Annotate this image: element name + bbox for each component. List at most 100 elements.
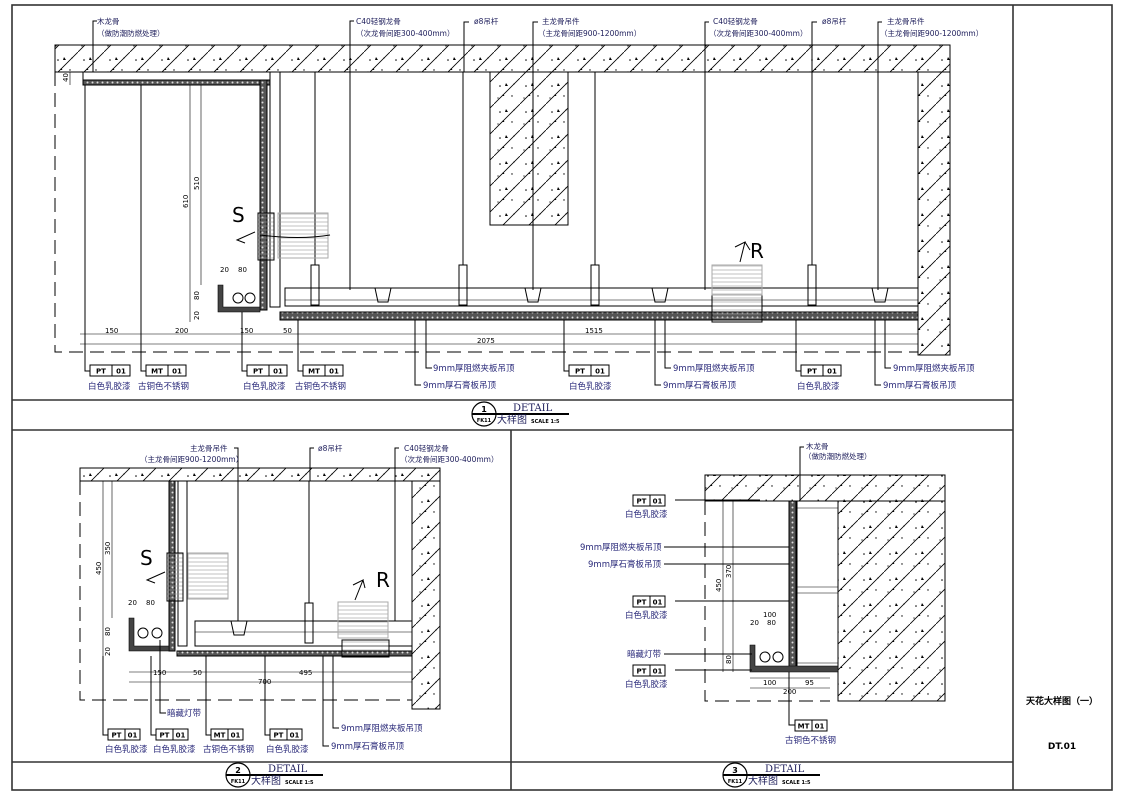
svg-text:MT: MT (214, 732, 226, 740)
svg-text:01: 01 (176, 732, 186, 740)
return-air-icon (337, 601, 389, 639)
hanger-clips (374, 287, 889, 303)
sheet-title: 天花大样图（一） (1026, 695, 1098, 707)
svg-text:C40轻钢龙骨: C40轻钢龙骨 (404, 443, 449, 453)
svg-text:大样图: 大样图 (748, 774, 778, 787)
return-label: R (376, 568, 390, 592)
svg-text:ø8吊杆: ø8吊杆 (474, 16, 499, 26)
note: 9mm厚阻燃夹板吊顶 (673, 363, 755, 374)
svg-text:（次龙骨间距300-400mm）: （次龙骨间距300-400mm） (356, 28, 454, 38)
svg-text:C40轻钢龙骨: C40轻钢龙骨 (356, 16, 401, 26)
svg-text:450: 450 (95, 562, 103, 575)
svg-text:50: 50 (193, 669, 202, 677)
concrete-slab (79, 467, 441, 482)
light-fixture (232, 292, 244, 304)
svg-text:150: 150 (105, 327, 118, 335)
svg-text:FK11: FK11 (477, 418, 492, 424)
svg-text:40: 40 (62, 73, 70, 82)
svg-text:DETAIL: DETAIL (765, 764, 805, 775)
ceiling-board (279, 311, 919, 321)
note: 9mm厚阻燃夹板吊顶 (341, 723, 423, 734)
dimensions: 450 370 100 20 80 80 100 95 200 (715, 501, 830, 696)
concrete-wall (917, 71, 951, 356)
svg-text:01: 01 (653, 668, 663, 676)
note: 9mm厚阻燃夹板吊顶 (580, 542, 662, 553)
svg-text:FK11: FK11 (728, 779, 743, 785)
svg-text:350: 350 (104, 542, 112, 555)
hanger-clip (230, 620, 248, 636)
svg-text:PT: PT (112, 732, 122, 740)
svg-text:PT: PT (96, 368, 106, 376)
hanger-rods (310, 72, 817, 306)
svg-text:01: 01 (231, 732, 241, 740)
svg-text:（主龙骨间距900-1200mm）: （主龙骨间距900-1200mm） (538, 28, 641, 38)
svg-text:MT: MT (308, 368, 320, 376)
svg-text:20: 20 (193, 311, 201, 320)
svg-text:古铜色不锈钢: 古铜色不锈钢 (785, 735, 836, 746)
svg-text:01: 01 (329, 368, 339, 376)
detail-2: S R 主龙骨吊件（主龙骨间距900-1200mm） ø8吊杆 C40轻钢龙骨（… (79, 443, 498, 788)
light-strip-label: 暗藏灯带 (627, 649, 662, 660)
svg-text:80: 80 (767, 619, 776, 627)
callout: （做防潮防燃处理） (804, 451, 872, 461)
svg-text:80: 80 (725, 655, 733, 664)
return-label: R (750, 239, 764, 263)
airflow-arrow-icon (145, 571, 166, 584)
svg-text:FK11: FK11 (231, 779, 246, 785)
svg-text:白色乳胶漆: 白色乳胶漆 (266, 744, 309, 755)
note: 9mm厚石膏板吊顶 (883, 380, 956, 391)
svg-text:20: 20 (104, 647, 112, 656)
svg-text:PT: PT (637, 668, 647, 676)
detail-title: 2 FK11 DETAIL 大样图 SCALE 1:5 (225, 762, 323, 788)
note: 9mm厚阻燃夹板吊顶 (893, 363, 975, 374)
svg-text:大样图: 大样图 (497, 413, 527, 426)
leader-lines (664, 499, 795, 726)
svg-text:3: 3 (732, 766, 738, 775)
svg-text:80: 80 (146, 599, 155, 607)
svg-text:2075: 2075 (477, 337, 495, 345)
concrete-wall (411, 480, 441, 710)
svg-text:（主龙骨间距900-1200mm）: （主龙骨间距900-1200mm） (140, 454, 243, 464)
callout-leader (799, 446, 804, 501)
svg-text:20: 20 (128, 599, 137, 607)
wood-keel (269, 71, 281, 308)
concrete-slab (704, 474, 946, 502)
title-block: 天花大样图（一） DT.01 (1026, 695, 1098, 752)
svg-text:（次龙骨间距300-400mm）: （次龙骨间距300-400mm） (400, 454, 498, 464)
concrete-slab (54, 44, 951, 73)
svg-text:古铜色不锈钢: 古铜色不锈钢 (138, 381, 189, 392)
light-fixture (137, 627, 149, 639)
svg-text:SCALE 1:5: SCALE 1:5 (285, 780, 314, 786)
note: 9mm厚阻燃夹板吊顶 (433, 363, 515, 374)
material-tag: MT 01 古铜色不锈钢 (295, 364, 346, 392)
svg-text:01: 01 (116, 368, 126, 376)
svg-text:01: 01 (290, 732, 300, 740)
svg-text:20: 20 (750, 619, 759, 627)
svg-text:主龙骨吊件: 主龙骨吊件 (887, 16, 925, 26)
supply-label: S (232, 203, 245, 227)
vertical-board (788, 500, 797, 672)
sheet-border (11, 4, 1113, 791)
light-fixture (759, 651, 771, 663)
svg-text:PT: PT (253, 368, 263, 376)
svg-text:古铜色不锈钢: 古铜色不锈钢 (295, 381, 346, 392)
svg-text:ø8吊杆: ø8吊杆 (822, 16, 847, 26)
svg-text:主龙骨吊件: 主龙骨吊件 (190, 443, 228, 453)
boundary-line (54, 72, 918, 353)
svg-text:50: 50 (283, 327, 292, 335)
svg-text:MT: MT (151, 368, 163, 376)
main-runner (194, 620, 413, 647)
svg-text:20: 20 (220, 266, 229, 274)
svg-text:200: 200 (175, 327, 188, 335)
svg-text:80: 80 (104, 627, 112, 636)
svg-text:200: 200 (783, 688, 796, 696)
svg-text:白色乳胶漆: 白色乳胶漆 (797, 381, 840, 392)
svg-text:PT: PT (160, 732, 170, 740)
detail-3: 木龙骨 （做防潮防燃处理） 450 370 100 20 80 80 100 9… (580, 441, 946, 788)
svg-text:PT: PT (274, 732, 284, 740)
